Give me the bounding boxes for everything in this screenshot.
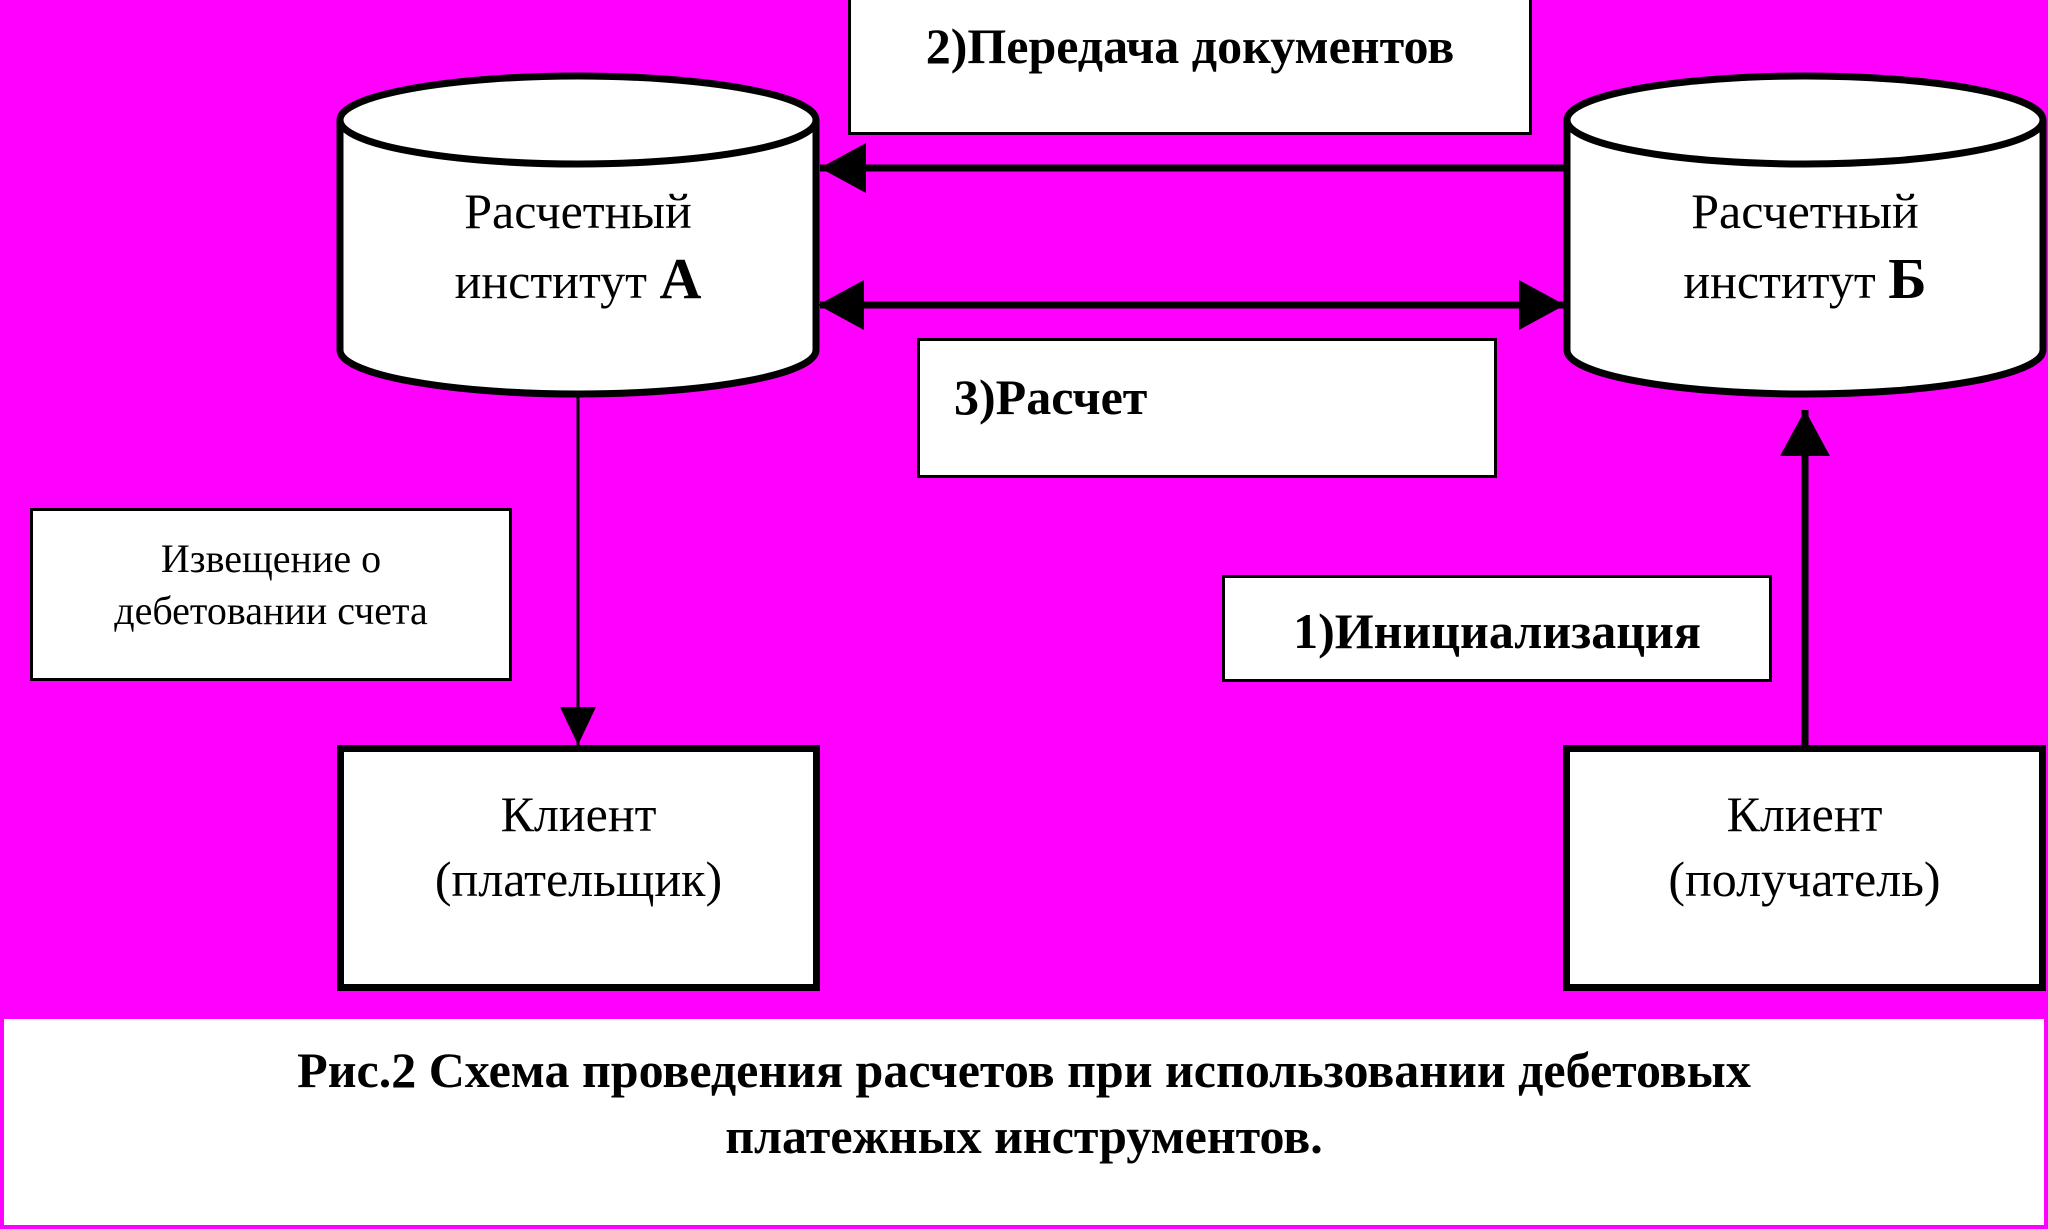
figure-caption: Рис.2 Схема проведения расчетов при испо… bbox=[0, 1019, 2048, 1229]
client-payer-line1: Клиент bbox=[500, 786, 657, 842]
client-recipient-label: Клиент (получатель) bbox=[1570, 782, 2039, 912]
bank-a-line2: институт А bbox=[454, 245, 702, 311]
client-payer-label: Клиент (плательщик) bbox=[344, 782, 813, 912]
bank-b-cylinder bbox=[1563, 72, 2047, 398]
documents-box: 2)Передача документов bbox=[848, 0, 1532, 135]
notice-box: Извещение о дебетовании счета bbox=[30, 508, 512, 681]
diagram-shapes bbox=[336, 72, 2047, 745]
bank-b-line1: Расчетный bbox=[1691, 183, 1919, 239]
caption-line1: Рис.2 Схема проведения расчетов при испо… bbox=[297, 1042, 1751, 1098]
bank-a-letter: А bbox=[659, 245, 702, 311]
client-recipient-line2: (получатель) bbox=[1668, 851, 1941, 907]
bank-a-cylinder bbox=[336, 72, 820, 398]
initialization-box: 1)Инициализация bbox=[1222, 575, 1772, 682]
client-payer-line2: (плательщик) bbox=[434, 851, 723, 907]
client-recipient-box: Клиент (получатель) bbox=[1563, 745, 2046, 991]
bank-b-line2: институт Б bbox=[1683, 245, 1927, 311]
caption-line2: платежных инструментов. bbox=[725, 1108, 1323, 1164]
notice-label: Извещение о дебетовании счета bbox=[33, 533, 509, 637]
notice-line1: Извещение о bbox=[160, 536, 382, 581]
documents-label: 2)Передача документов bbox=[925, 18, 1455, 74]
client-recipient-line1: Клиент bbox=[1726, 786, 1883, 842]
initialization-label: 1)Инициализация bbox=[1293, 603, 1701, 659]
bank-b-letter: Б bbox=[1888, 245, 1927, 311]
settlement-label: 3)Расчет bbox=[954, 369, 1148, 425]
settlement-box: 3)Расчет bbox=[917, 338, 1497, 478]
diagram-canvas: Расчетный институт А Расчетный институт … bbox=[0, 0, 2048, 1019]
bank-a-line1: Расчетный bbox=[464, 183, 692, 239]
bank-b-label: Расчетный институт Б bbox=[1607, 180, 2003, 315]
bank-a-label: Расчетный институт А bbox=[380, 180, 776, 315]
client-payer-box: Клиент (плательщик) bbox=[337, 745, 820, 991]
notice-line2: дебетовании счета bbox=[114, 588, 428, 633]
